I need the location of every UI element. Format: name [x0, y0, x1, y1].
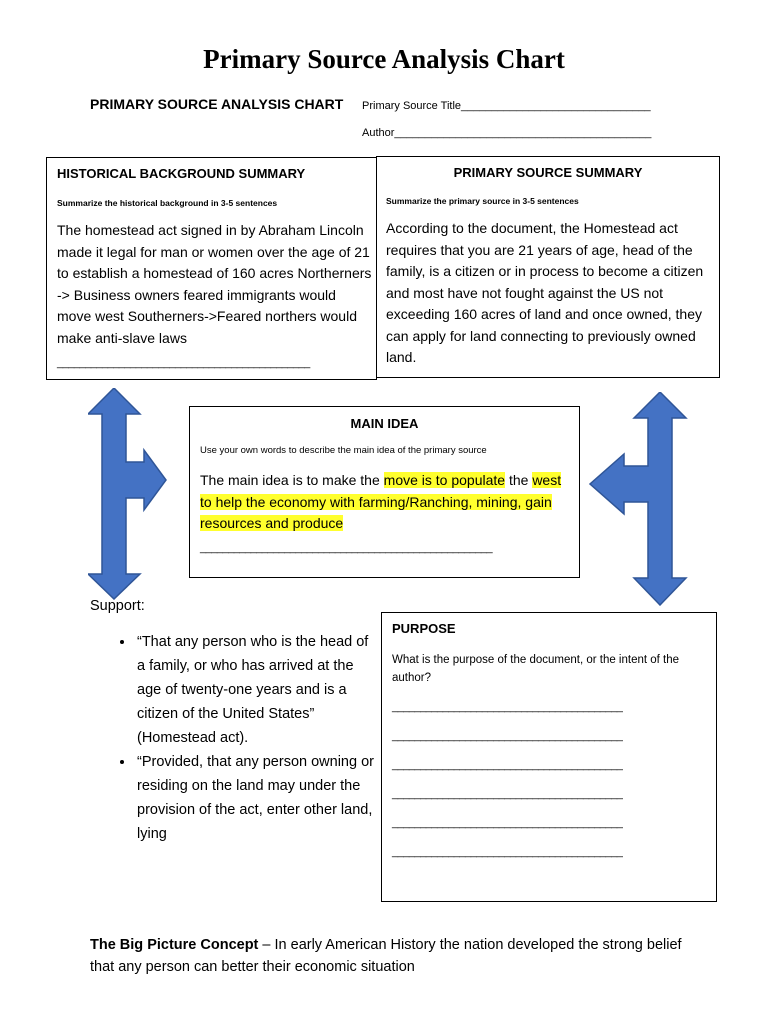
big-picture-label: The Big Picture Concept: [90, 937, 259, 953]
support-list: “That any person who is the head of a fa…: [90, 630, 380, 846]
t-shaped-arrow-right-icon: [88, 388, 167, 600]
big-picture-concept: The Big Picture Concept – In early Ameri…: [90, 934, 690, 978]
main-idea-heading: MAIN IDEA: [350, 416, 419, 431]
purpose-answer-line[interactable]: ________________________________________…: [392, 759, 623, 771]
support-quote-1: “That any person who is the head of a fa…: [135, 630, 380, 750]
purpose-answer-line[interactable]: ________________________________________…: [392, 730, 623, 742]
historical-background-blank-line: ________________________________________…: [57, 357, 310, 369]
purpose-answer-line[interactable]: ________________________________________…: [392, 788, 623, 800]
main-idea-blank-line: ________________________________________…: [200, 542, 493, 554]
purpose-heading: PURPOSE: [392, 621, 456, 636]
purpose-answer-line[interactable]: ________________________________________…: [392, 817, 623, 829]
t-shaped-arrow-left-icon: [588, 392, 688, 606]
author-field[interactable]: Author__________________________________…: [362, 127, 652, 139]
support-label: Support:: [90, 598, 145, 614]
source-title-field[interactable]: Primary Source Title____________________…: [362, 100, 651, 112]
purpose-answer-line[interactable]: ________________________________________…: [392, 701, 623, 713]
page-title: Primary Source Analysis Chart: [203, 44, 565, 74]
primary-source-summary-instruction: Summarize the primary source in 3-5 sent…: [386, 196, 579, 206]
historical-background-heading: HISTORICAL BACKGROUND SUMMARY: [57, 166, 306, 181]
main-idea-text[interactable]: The main idea is to make the move is to …: [200, 470, 570, 535]
historical-background-text[interactable]: The homestead act signed in by Abraham L…: [57, 222, 372, 346]
main-idea-box: MAIN IDEA Use your own words to describe…: [189, 406, 580, 578]
main-idea-highlight-1: move is to populate: [383, 472, 506, 488]
primary-source-summary-text[interactable]: According to the document, the Homestead…: [386, 220, 704, 365]
purpose-answer-line[interactable]: ________________________________________…: [392, 846, 623, 858]
main-idea-instruction: Use your own words to describe the main …: [200, 445, 487, 456]
primary-source-summary-box: PRIMARY SOURCE SUMMARY Summarize the pri…: [376, 156, 720, 378]
primary-source-summary-heading: PRIMARY SOURCE SUMMARY: [453, 165, 643, 180]
main-idea-text-middle: the: [505, 472, 533, 488]
support-quote-2: “Provided, that any person owning or res…: [135, 750, 380, 846]
historical-background-box: HISTORICAL BACKGROUND SUMMARY Summarize …: [46, 157, 377, 380]
main-idea-text-start: The main idea is to make the: [200, 472, 384, 488]
support-list-container: “That any person who is the head of a fa…: [90, 630, 380, 846]
chart-subheading: PRIMARY SOURCE ANALYSIS CHART: [90, 96, 344, 112]
purpose-instruction: What is the purpose of the document, or …: [392, 654, 680, 684]
historical-background-instruction: Summarize the historical background in 3…: [57, 198, 278, 208]
purpose-box: PURPOSE What is the purpose of the docum…: [381, 612, 717, 902]
big-picture-text: – In early American History the nation d…: [90, 937, 682, 975]
